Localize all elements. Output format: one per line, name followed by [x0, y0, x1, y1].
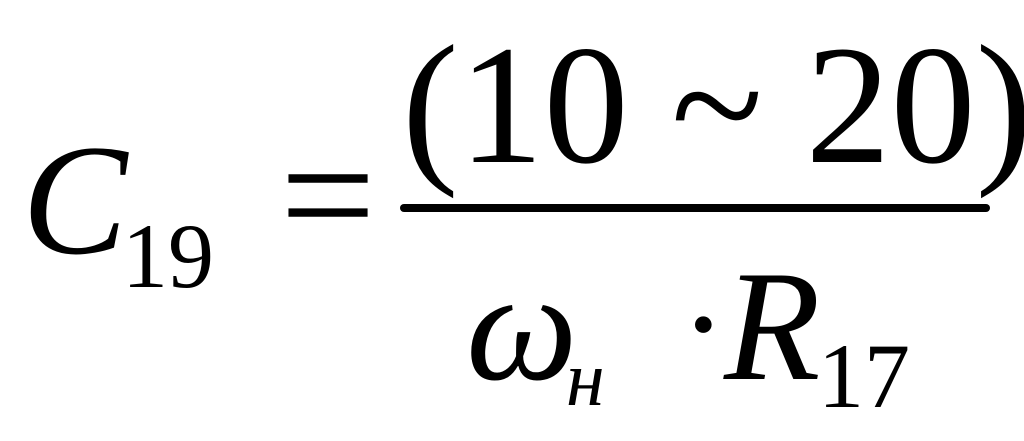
fraction-bar [400, 204, 990, 212]
omega-symbol: ω [466, 239, 578, 414]
multiply-dot: · [680, 247, 727, 402]
equals-sign: = [280, 101, 376, 289]
lhs-symbol: C [22, 113, 128, 288]
numerator: (10 ~ 20) [402, 11, 1024, 199]
r-subscript: 17 [818, 325, 910, 427]
lhs-subscript: 19 [122, 205, 214, 307]
omega-subscript: н [566, 335, 605, 422]
r-symbol: R [724, 239, 821, 414]
